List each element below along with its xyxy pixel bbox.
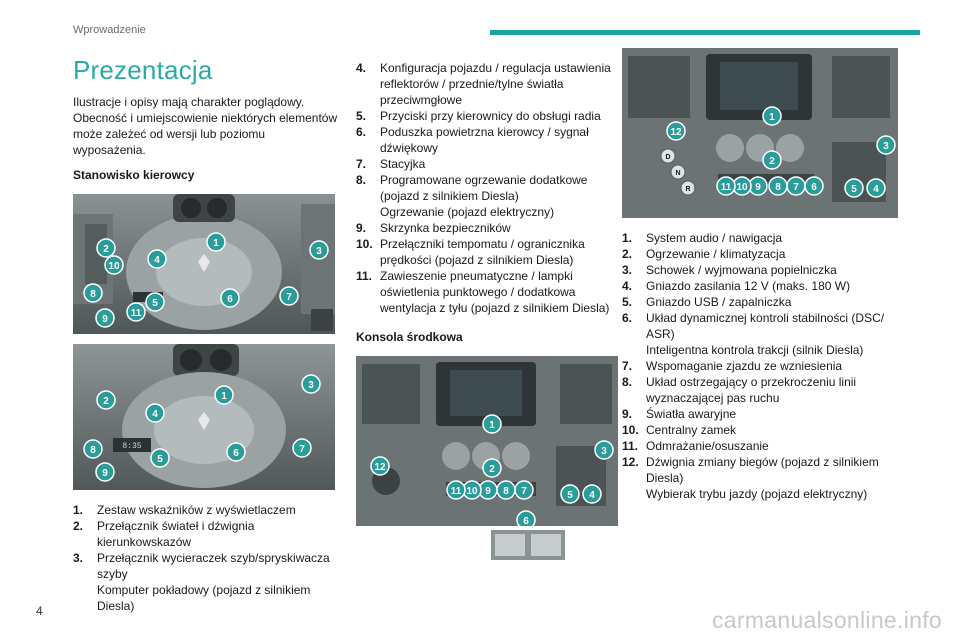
- svg-text:10: 10: [736, 182, 748, 193]
- list-item: 10.Przełączniki tempomatu / ogranicznika…: [356, 237, 585, 267]
- svg-text:6: 6: [811, 182, 817, 193]
- svg-text:11: 11: [131, 308, 142, 319]
- svg-text:1: 1: [221, 391, 227, 402]
- list-item: 11.Zawieszenie pneumatyczne / lampki ośw…: [356, 269, 610, 315]
- cockpit-illustration-1: 1 2 3 4 5 6 7 8 9 10 11: [73, 194, 335, 334]
- list-item: 1.Zestaw wskaźników z wyświetlaczem: [73, 503, 296, 517]
- list-item: 7.Stacyjka: [356, 157, 426, 171]
- svg-text:3: 3: [308, 380, 314, 391]
- list-item: 3.Schowek / wyjmowana popielniczka: [622, 263, 837, 277]
- svg-text:5: 5: [851, 184, 857, 195]
- console-heading: Konsola środkowa: [356, 330, 463, 344]
- svg-text:8: 8: [775, 182, 781, 193]
- list-item: 12.Dźwignia zmiany biegów (pojazd z siln…: [622, 455, 879, 501]
- page-title: Prezentacja: [73, 55, 213, 85]
- list-item: 1.System audio / nawigacja: [622, 231, 783, 245]
- svg-text:3: 3: [883, 141, 889, 152]
- svg-text:8: 8: [90, 445, 96, 456]
- svg-text:2: 2: [769, 156, 775, 167]
- list-item: 5.Przyciski przy kierownicy do obsługi r…: [356, 109, 601, 123]
- list-item: 3.Przełącznik wycieraczek szyb/spryskiwa…: [73, 551, 330, 613]
- watermark: carmanualsonline.info: [711, 607, 942, 633]
- svg-text:7: 7: [521, 486, 527, 497]
- svg-text:12: 12: [670, 127, 682, 138]
- svg-text:9: 9: [485, 486, 491, 497]
- svg-text:6: 6: [233, 448, 239, 459]
- column-middle: 4.Konfiguracja pojazdu / regulacja ustaw…: [356, 60, 624, 560]
- svg-text:4: 4: [152, 409, 158, 420]
- intro-paragraph: Ilustracje i opisy mają charakter pogląd…: [73, 95, 338, 157]
- svg-text:10: 10: [466, 486, 478, 497]
- list-item: 9.Światła awaryjne: [622, 407, 737, 421]
- svg-text:10: 10: [108, 261, 120, 272]
- svg-text:3: 3: [316, 246, 322, 257]
- svg-text:8: 8: [90, 289, 96, 300]
- gear-d-label: D: [665, 154, 670, 161]
- svg-text:1: 1: [213, 238, 219, 249]
- column-left: Prezentacja Ilustracje i opisy mają char…: [73, 55, 338, 614]
- svg-text:1: 1: [769, 112, 775, 123]
- gear-n-label: N: [675, 170, 680, 177]
- section-label: Wprowadzenie: [73, 24, 146, 36]
- list-item: 6.Układ dynamicznej kontroli stabilności…: [622, 311, 885, 357]
- svg-text:9: 9: [102, 468, 108, 479]
- svg-text:2: 2: [489, 464, 495, 475]
- driver-heading: Stanowisko kierowcy: [73, 168, 195, 182]
- svg-text:1: 1: [489, 420, 495, 431]
- driver-list-part2: 4.Konfiguracja pojazdu / regulacja ustaw…: [356, 60, 624, 316]
- svg-text:6: 6: [227, 294, 233, 305]
- svg-text:11: 11: [721, 182, 732, 193]
- svg-text:2: 2: [103, 396, 109, 407]
- svg-text:11: 11: [451, 486, 462, 497]
- gear-r-label: R: [685, 186, 690, 193]
- console-switch-detail: [491, 530, 565, 560]
- list-item: 6.Poduszka powietrzna kierowcy / sygnał …: [356, 125, 589, 155]
- list-item: 4.Konfiguracja pojazdu / regulacja ustaw…: [356, 61, 611, 107]
- svg-text:2: 2: [103, 244, 109, 255]
- page-number: 4: [36, 604, 43, 618]
- driver-list-part1: 1.Zestaw wskaźników z wyświetlaczem 2.Pr…: [73, 502, 338, 614]
- list-item: 9.Skrzynka bezpieczników: [356, 221, 511, 235]
- svg-text:4: 4: [154, 255, 160, 266]
- cockpit-illustration-2: 8:35 1 2 3 4 5 6 7 8 9: [73, 344, 335, 490]
- list-item: 7.Wspomaganie zjazdu ze wzniesienia: [622, 359, 843, 373]
- list-item: 8.Programowane ogrzewanie dodatkowe (poj…: [356, 173, 588, 219]
- svg-text:4: 4: [589, 490, 595, 501]
- svg-text:9: 9: [102, 314, 108, 325]
- list-item: 5.Gniazdo USB / zapalniczka: [622, 295, 792, 309]
- svg-text:12: 12: [374, 462, 386, 473]
- svg-text:8: 8: [503, 486, 509, 497]
- display-readout: 8:35: [122, 442, 141, 451]
- svg-text:7: 7: [793, 182, 799, 193]
- console-list: 1.System audio / nawigacja 2.Ogrzewanie …: [622, 230, 898, 502]
- svg-text:7: 7: [286, 292, 292, 303]
- svg-text:5: 5: [567, 490, 573, 501]
- svg-text:5: 5: [157, 454, 163, 465]
- list-item: 2.Przełącznik świateł i dźwignia kierunk…: [73, 519, 255, 549]
- svg-text:7: 7: [299, 444, 305, 455]
- list-item: 4.Gniazdo zasilania 12 V (maks. 180 W): [622, 279, 851, 293]
- list-item: 8.Układ ostrzegający o przekroczeniu lin…: [622, 375, 857, 405]
- svg-text:9: 9: [755, 182, 761, 193]
- svg-text:3: 3: [601, 446, 607, 457]
- list-item: 2.Ogrzewanie / klimatyzacja: [622, 247, 786, 261]
- svg-text:4: 4: [873, 184, 879, 195]
- svg-text:6: 6: [523, 516, 529, 526]
- svg-text:5: 5: [152, 298, 158, 309]
- header-accent-bar: [490, 30, 920, 35]
- list-item: 11.Odmrażanie/osuszanie: [622, 439, 769, 453]
- list-item: 10.Centralny zamek: [622, 423, 737, 437]
